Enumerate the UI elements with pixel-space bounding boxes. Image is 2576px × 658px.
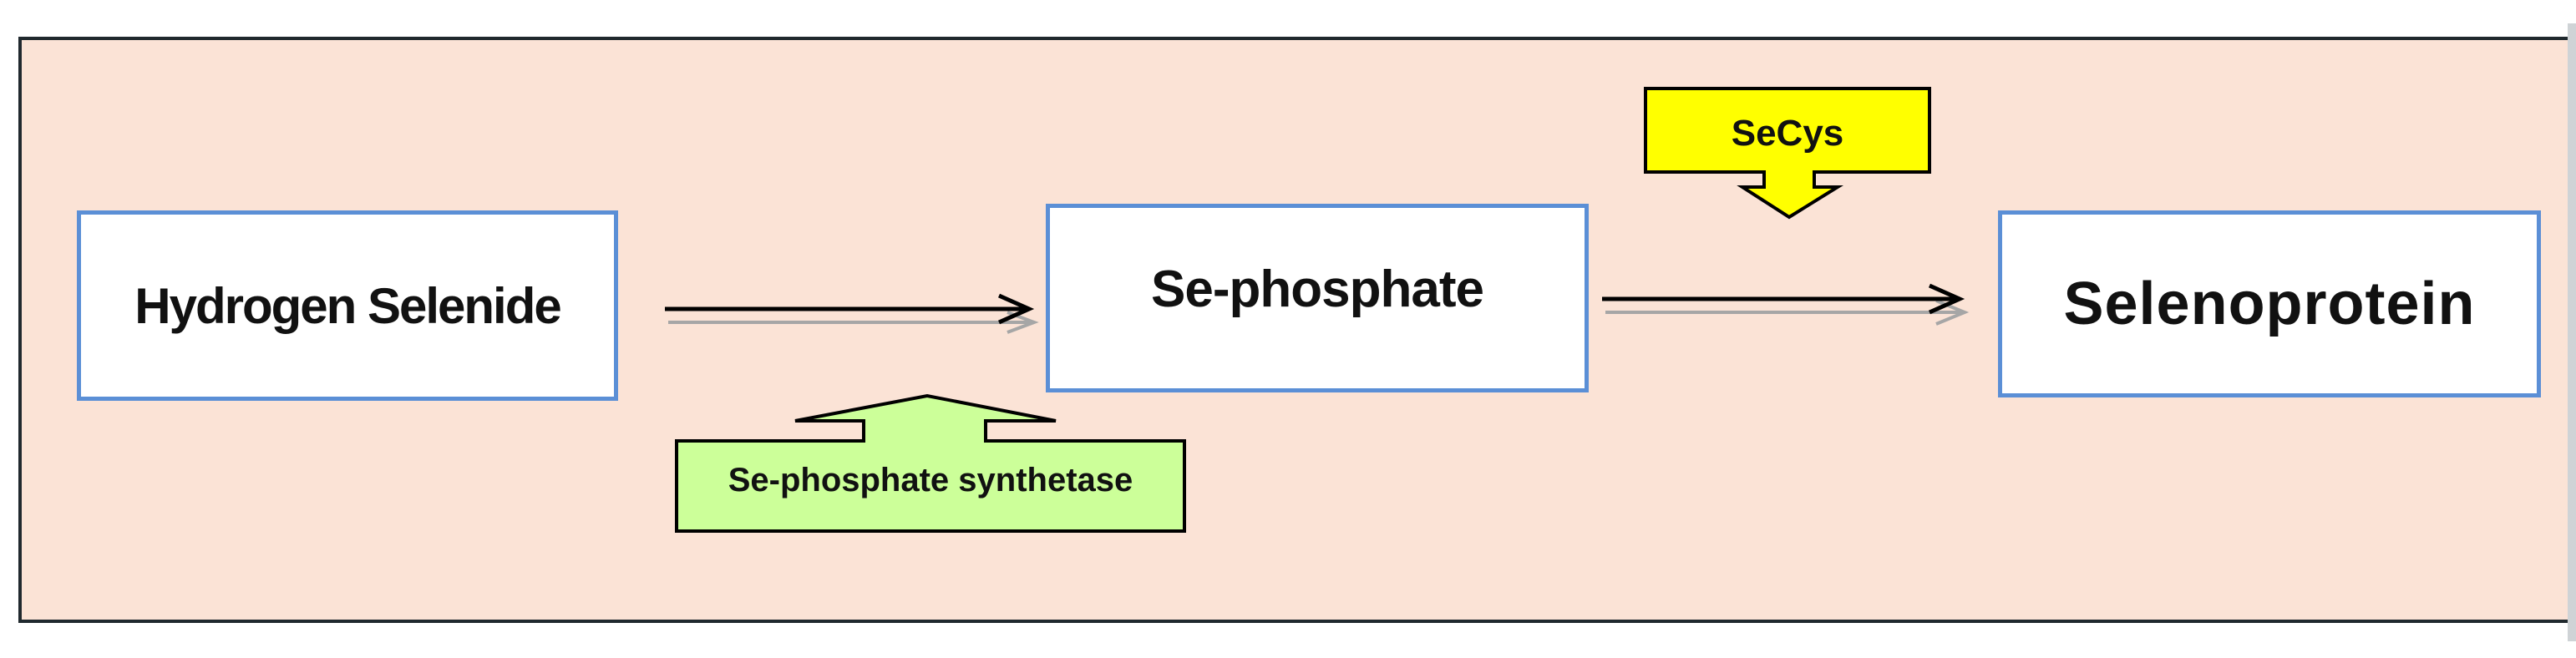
node-hydrogen-selenide-label: Hydrogen Selenide bbox=[134, 277, 561, 334]
enzyme-synthetase-label: Se-phosphate synthetase bbox=[728, 462, 1133, 499]
enzyme-synthetase-callout: Se-phosphate synthetase bbox=[675, 393, 1186, 533]
node-se-phosphate: Se-phosphate bbox=[1046, 204, 1589, 392]
enzyme-secys-label: SeCys bbox=[1732, 113, 1844, 154]
arrow-to-selenoprotein bbox=[1602, 283, 1970, 326]
node-se-phosphate-label: Se-phosphate bbox=[1151, 260, 1484, 318]
edge-strip bbox=[2568, 23, 2576, 641]
enzyme-secys-callout: SeCys bbox=[1644, 87, 1931, 220]
arrow-to-se-phosphate bbox=[665, 293, 1039, 334]
node-hydrogen-selenide: Hydrogen Selenide bbox=[77, 210, 618, 401]
node-selenoprotein-label: Selenoprotein bbox=[2063, 271, 2476, 337]
node-selenoprotein: Selenoprotein bbox=[1998, 210, 2541, 397]
